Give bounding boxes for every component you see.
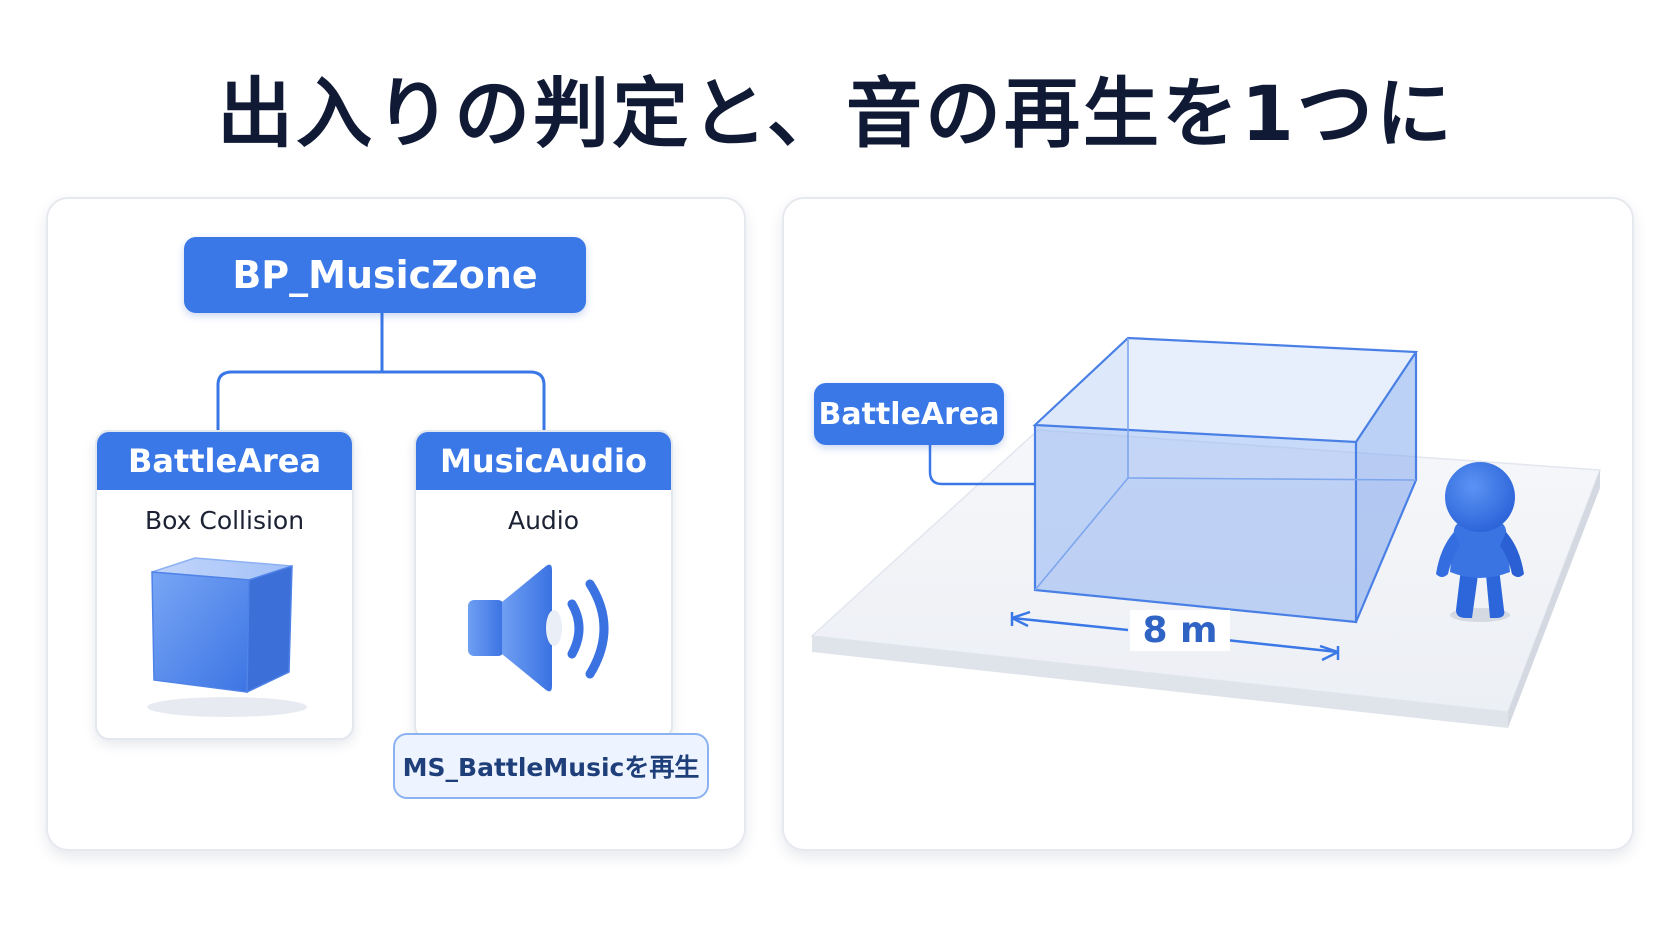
character-icon <box>1436 462 1524 622</box>
speaker-icon <box>468 564 609 692</box>
component-type: Box Collision <box>144 506 305 535</box>
trigger-box-icon <box>1032 336 1418 624</box>
play-music-badge: MS_BattleMusicを再生 <box>393 733 709 799</box>
component-card-battlearea: BattleArea Box Collision <box>95 430 354 740</box>
page-title: 出入りの判定と、音の再生を1つに <box>217 69 1455 158</box>
component-card-musicaudio: MusicAudio Audio <box>414 430 673 740</box>
component-type: Audio <box>507 506 580 535</box>
area-tag-leader <box>928 445 1035 486</box>
root-component-bp-musiczone: BP_MusicZone <box>184 237 586 313</box>
cube-icon <box>147 557 307 717</box>
component-name: MusicAudio <box>416 432 671 490</box>
dimension-arrow <box>1010 610 1340 662</box>
dimension-label: 8 m <box>1130 610 1230 651</box>
battlearea-tag: BattleArea <box>814 383 1004 445</box>
component-name: BattleArea <box>97 432 352 490</box>
floor-platform <box>810 429 1602 728</box>
